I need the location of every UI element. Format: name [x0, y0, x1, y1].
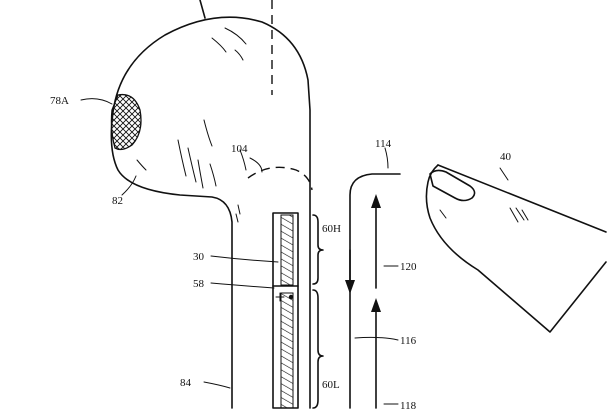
leader-116 — [354, 336, 399, 341]
earbud-head-outline — [110, 16, 311, 409]
label-30: 30 — [193, 251, 205, 263]
leader-84 — [203, 381, 231, 389]
leader-82b — [136, 159, 147, 171]
boundary-104 — [247, 166, 313, 191]
label-120: 120 — [400, 261, 417, 273]
leader-78a — [80, 98, 113, 105]
leader-58 — [210, 282, 275, 289]
leader-82 — [121, 175, 137, 196]
leader-114 — [384, 147, 389, 169]
leader-30 — [210, 255, 279, 263]
label-84: 84 — [180, 377, 192, 389]
signal-path-114 — [349, 173, 401, 409]
label-114: 114 — [375, 138, 392, 150]
leader-104 — [249, 157, 263, 173]
finger-40-outline — [425, 164, 607, 333]
finger-40-top-edge — [437, 164, 607, 233]
element-30-lower — [280, 292, 294, 409]
arrow-120-head — [371, 194, 381, 208]
label-60h: 60H — [322, 223, 341, 235]
contact-dot — [288, 294, 294, 300]
brace-60h — [312, 214, 324, 285]
label-40: 40 — [500, 151, 512, 163]
finger-shading — [439, 207, 529, 223]
label-82: 82 — [112, 195, 123, 207]
head-leader-line — [199, 0, 206, 19]
label-58: 58 — [193, 278, 205, 290]
label-116: 116 — [400, 335, 417, 347]
mesh-78a — [110, 93, 142, 151]
fingernail — [429, 169, 476, 202]
arrow-118-head — [371, 298, 381, 312]
brace-60l — [312, 289, 324, 409]
arrow-116-head — [345, 280, 355, 294]
label-118: 118 — [400, 400, 417, 410]
label-60l: 60L — [322, 379, 340, 391]
leader-40 — [499, 167, 509, 181]
head-shading — [177, 27, 247, 223]
element-30-upper — [280, 214, 294, 286]
label-78a: 78A — [50, 95, 69, 107]
label-104: 104 — [231, 143, 248, 155]
